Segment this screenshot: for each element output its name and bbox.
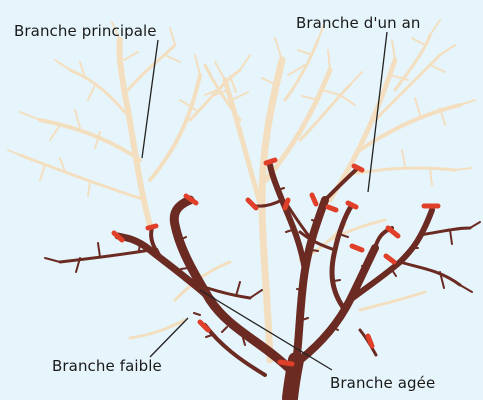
cut-mark <box>285 200 288 208</box>
cut-mark <box>248 200 256 208</box>
old-branch-label: Branche agée <box>330 374 435 392</box>
weak-branch-leader <box>150 318 188 357</box>
cut-mark <box>280 362 292 364</box>
cut-mark <box>386 256 394 262</box>
main-branch-leader <box>142 40 158 158</box>
cut-mark <box>200 322 208 330</box>
cut-mark <box>148 226 156 228</box>
one-year-branch-label: Branche d'un an <box>296 14 421 32</box>
cut-mark <box>388 228 398 236</box>
young-wood <box>8 20 475 360</box>
cut-mark <box>352 246 362 250</box>
cut-mark <box>328 207 336 210</box>
weak-branch-label: Branche faible <box>52 357 162 375</box>
cut-mark <box>312 195 316 204</box>
cut-mark <box>266 160 275 163</box>
main-branch-label: Branche principale <box>14 22 157 40</box>
